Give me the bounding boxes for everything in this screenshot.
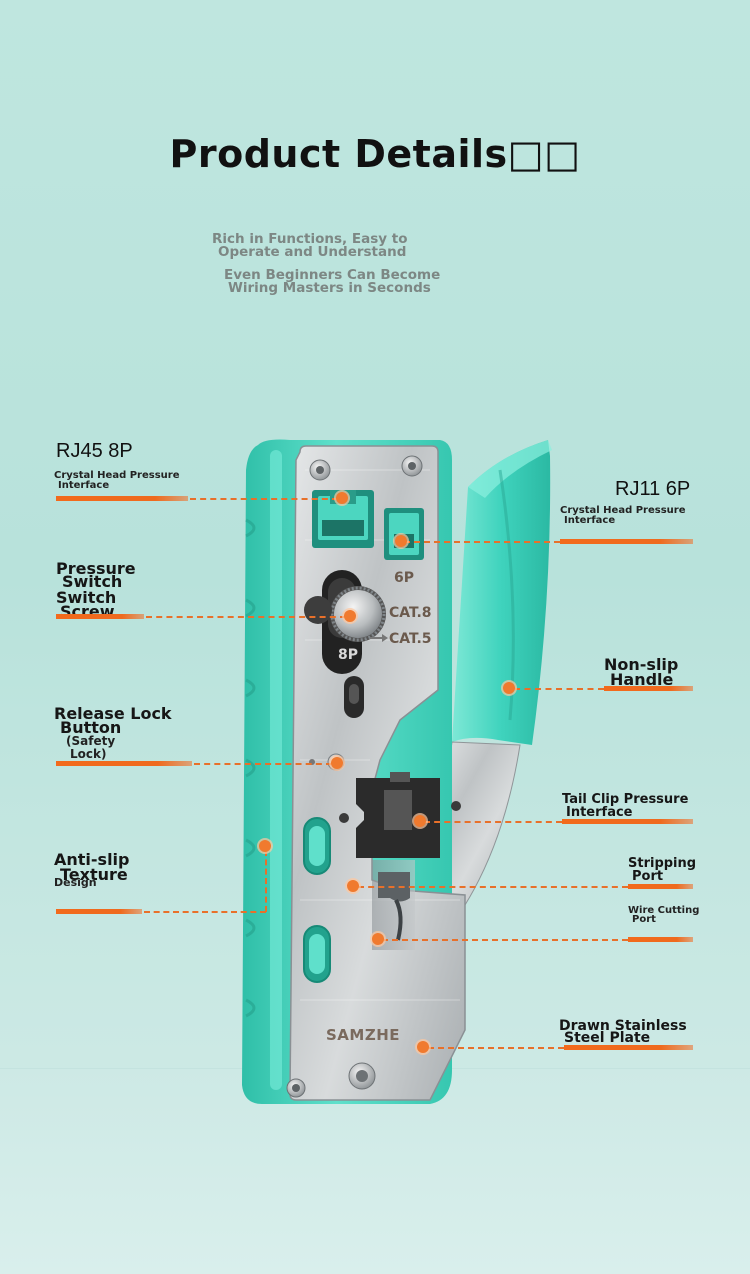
pressure-marker xyxy=(344,610,356,622)
rj45-leader-line xyxy=(190,498,338,500)
pressure-line-2: Switch xyxy=(62,572,123,591)
rj45-marker xyxy=(336,492,348,504)
tool-label-cat5: CAT.5 xyxy=(389,631,432,647)
stripping-leader-line xyxy=(358,886,628,888)
nonslip-line-2: Handle xyxy=(610,670,674,689)
antislip-leader-line xyxy=(144,911,266,913)
stripping-marker xyxy=(347,880,359,892)
rj45-sub-2: Interface xyxy=(58,480,110,491)
antislip-leader-vertical xyxy=(265,850,267,912)
antislip-line-2: Texture xyxy=(60,865,128,884)
antislip-bar xyxy=(56,909,142,914)
pressure-leader-line xyxy=(146,616,346,618)
tailclip-marker xyxy=(414,815,426,827)
nonslip-marker xyxy=(503,682,515,694)
wirecut-marker xyxy=(372,933,384,945)
steel-handle-arm xyxy=(429,741,521,906)
rj45-sub-1: Crystal Head Pressure xyxy=(54,470,180,481)
subtitle-line-4: Wiring Masters in Seconds xyxy=(228,280,431,296)
antislip-line-1: Anti-slip xyxy=(54,850,130,869)
rj11-socket xyxy=(384,508,424,560)
subtitle-line-3: Even Beginners Can Become xyxy=(224,267,441,283)
nonslip-bar xyxy=(604,686,693,691)
tool-label-6p: 6P xyxy=(394,570,415,586)
rj11-bar xyxy=(560,539,693,544)
tailclip-line-1: Tail Clip Pressure xyxy=(562,792,689,807)
release-leader-line xyxy=(194,763,332,765)
rj11-sub-2: Interface xyxy=(564,515,616,526)
subtitle-line-1: Rich in Functions, Easy to xyxy=(212,231,408,247)
tool-label-cat8: CAT.8 xyxy=(389,605,432,621)
non-slip-handle xyxy=(452,440,551,745)
page-title: Product Details□□ xyxy=(169,132,581,176)
tailclip-bar xyxy=(562,819,693,824)
grip-ridges xyxy=(245,518,256,1018)
release-bar xyxy=(56,761,192,766)
drawn-line-1: Drawn Stainless xyxy=(559,1018,687,1034)
drawn-bar xyxy=(564,1045,693,1050)
stripping-line-1: Stripping xyxy=(628,856,697,871)
release-line-1: Release Lock xyxy=(54,704,172,723)
drawn-marker xyxy=(417,1041,429,1053)
tool-label-8p: 8P xyxy=(338,647,359,663)
pressure-switch-knob xyxy=(304,586,386,642)
tool-brand: SAMZHE xyxy=(326,1026,401,1044)
drawn-leader-line xyxy=(428,1047,564,1049)
stripping-line-2: Port xyxy=(632,869,664,884)
rj11-title: RJ11 6P xyxy=(615,478,691,500)
drawn-line-2: Steel Plate xyxy=(564,1030,651,1046)
antislip-line-3: Design xyxy=(54,876,97,889)
stripping-bar xyxy=(628,884,693,889)
rj11-sub-1: Crystal Head Pressure xyxy=(560,505,686,516)
tailclip-leader-line xyxy=(424,821,562,823)
tailclip-line-2: Interface xyxy=(566,805,633,820)
release-line-2: Button xyxy=(60,718,122,737)
rj45-title: RJ45 8P xyxy=(56,440,133,462)
release-line-3: (Safety xyxy=(66,734,116,748)
wirecut-line-2: Port xyxy=(632,914,656,925)
wirecut-line-1: Wire Cutting xyxy=(628,905,700,916)
nonslip-line-1: Non-slip xyxy=(604,655,679,674)
rj11-marker xyxy=(395,535,407,547)
antislip-marker xyxy=(259,840,271,852)
release-line-4: Lock) xyxy=(70,747,107,761)
pressure-line-1: Pressure xyxy=(56,559,136,578)
pressure-line-3: Switch xyxy=(56,588,117,607)
release-marker xyxy=(331,757,343,769)
wirecut-bar xyxy=(628,937,693,942)
wirecut-leader-line xyxy=(382,939,628,941)
tail-clip-block xyxy=(356,772,440,858)
rj45-bar xyxy=(56,496,188,501)
subtitle-line-2: Operate and Understand xyxy=(218,244,407,260)
pressure-bar xyxy=(56,614,144,619)
nonslip-leader-line xyxy=(514,688,604,690)
rj11-leader-line xyxy=(404,541,560,543)
